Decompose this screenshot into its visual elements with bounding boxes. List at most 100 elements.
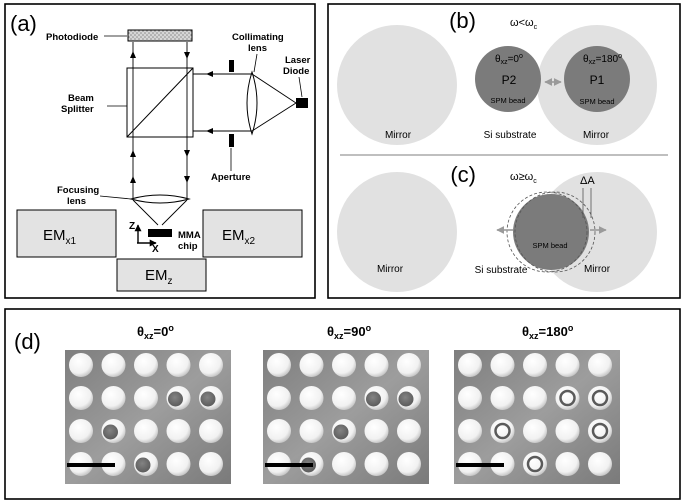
- laser-diode-label-2: Diode: [283, 66, 309, 77]
- micrograph-theta-180: [454, 350, 620, 484]
- micromirror-dot: [69, 386, 93, 410]
- spm-bead-dot: [366, 391, 381, 407]
- micromirror-dot: [458, 419, 482, 443]
- micromirror-dot: [134, 386, 158, 410]
- mma-chip: [148, 229, 172, 237]
- micromirror-dot: [490, 386, 515, 410]
- mirror-left-b: [337, 25, 457, 145]
- micromirror-dot: [588, 419, 612, 443]
- aperture-label: Aperture: [211, 172, 251, 183]
- beam-arrows: [130, 51, 190, 183]
- bead-c: [513, 194, 589, 270]
- micromirror-dot: [199, 452, 223, 476]
- micromirror-dot: [134, 419, 158, 443]
- image-title-2: θxz=90o: [327, 323, 372, 341]
- bead-c-ghost-left: [506, 191, 588, 273]
- panel-c-condition: ω≥ωc: [510, 171, 537, 185]
- micromirror-dot: [490, 419, 515, 443]
- micromirror-dot: [299, 419, 324, 443]
- micromirror-dot: [364, 419, 389, 443]
- micromirror-dot: [364, 353, 389, 377]
- collimating-lens-label-1: Collimating: [232, 32, 284, 43]
- spm-bead-ring: [526, 455, 544, 473]
- micromirror-dot: [523, 386, 547, 410]
- micromirror-dot: [299, 353, 324, 377]
- focusing-lens-label-1: Focusing: [57, 185, 99, 196]
- aperture-bottom: [229, 134, 234, 147]
- em-x2-label: EMx2: [222, 227, 256, 247]
- micromirror-dot: [555, 419, 580, 443]
- micromirror-dot: [523, 452, 547, 476]
- substrate-c-label: Si substrate: [475, 265, 528, 276]
- image-title-1: θxz=0o: [137, 323, 174, 341]
- micromirror-dot: [588, 386, 612, 410]
- micromirror-dot: [267, 386, 291, 410]
- image-title-3: θxz=180o: [522, 323, 574, 341]
- micromirror-dot: [199, 419, 223, 443]
- beam-splitter-label-1: Beam: [68, 93, 94, 104]
- laser-diode-label-1: Laser: [285, 55, 311, 66]
- spm-bead-dot: [135, 457, 151, 473]
- z-axis-label: Z: [129, 221, 135, 232]
- micromirror-dot: [397, 419, 421, 443]
- spm-bead-dot: [333, 424, 349, 440]
- beam-splitter: [126, 67, 194, 138]
- spm-bead-dot: [103, 424, 118, 440]
- panel-b-condition: ω<ωc: [510, 17, 538, 31]
- spm-bead-ring: [591, 422, 609, 440]
- focusing-lens-label-2: lens: [67, 196, 86, 207]
- micromirror-dot: [458, 386, 482, 410]
- laser-diode: [296, 98, 308, 108]
- bead-left-b: [475, 46, 541, 112]
- mirror-left-c-label: Mirror: [377, 264, 404, 275]
- panel-d: (d) θxz=0o θxz=90o θxz=180o: [4, 308, 681, 500]
- spm-bead-dot: [168, 391, 183, 407]
- bead-right-b: [564, 46, 630, 112]
- mirror-right-c-label: Mirror: [584, 264, 611, 275]
- horizontal-beam-arrows: [206, 71, 213, 134]
- micromirror-dot: [332, 353, 356, 377]
- micromirror-dot: [69, 353, 93, 377]
- micromirror-dot: [332, 386, 356, 410]
- panel-b-label: (b): [449, 8, 476, 33]
- mirror-right-b-label: Mirror: [583, 130, 610, 141]
- bead-c-ghost-right: [514, 191, 596, 273]
- micromirror-dot: [523, 419, 547, 443]
- bead-left-name: P2: [502, 73, 517, 87]
- laser-diode-leader: [298, 76, 303, 98]
- panel-bc-frame: [327, 3, 681, 299]
- micromirror-dot: [555, 386, 580, 410]
- micromirror-dot: [588, 452, 612, 476]
- photodiode: [127, 29, 193, 42]
- em-z-box: [116, 258, 207, 292]
- micrograph-theta-0: [65, 350, 231, 484]
- bead-c-caption: SPM bead: [532, 241, 567, 250]
- micromirror-dot: [555, 353, 580, 377]
- scale-bar: [67, 463, 115, 467]
- spm-bead-dot: [200, 391, 216, 407]
- panel-d-frame: [4, 308, 681, 500]
- micromirror-dot: [490, 353, 515, 377]
- micromirror-dot: [199, 353, 223, 377]
- spm-bead-ring: [559, 389, 576, 407]
- scale-bar: [456, 463, 504, 467]
- micromirror-dot: [523, 353, 547, 377]
- collimating-lens: [246, 70, 258, 136]
- mirror-left-c: [337, 172, 457, 292]
- em-z-label: EMz: [145, 267, 173, 287]
- micromirror-dot: [134, 353, 158, 377]
- em-x1-box: [16, 209, 117, 258]
- panel-a-frame: [4, 3, 316, 299]
- delta-a-label: ΔA: [580, 175, 595, 187]
- panel-a-label: (a): [10, 11, 37, 36]
- bead-left-caption: SPM bead: [490, 96, 525, 105]
- x-axis-label: X: [152, 244, 159, 255]
- beam-splitter-label-2: Splitter: [61, 104, 94, 115]
- focusing-lens: [129, 194, 191, 204]
- em-x2-box: [202, 209, 303, 258]
- bead-right-theta: θxz=180o: [583, 53, 622, 66]
- micromirror-dot: [332, 452, 356, 476]
- spm-bead-ring: [591, 389, 609, 407]
- aperture-top: [229, 60, 234, 72]
- photodiode-label: Photodiode: [46, 32, 98, 43]
